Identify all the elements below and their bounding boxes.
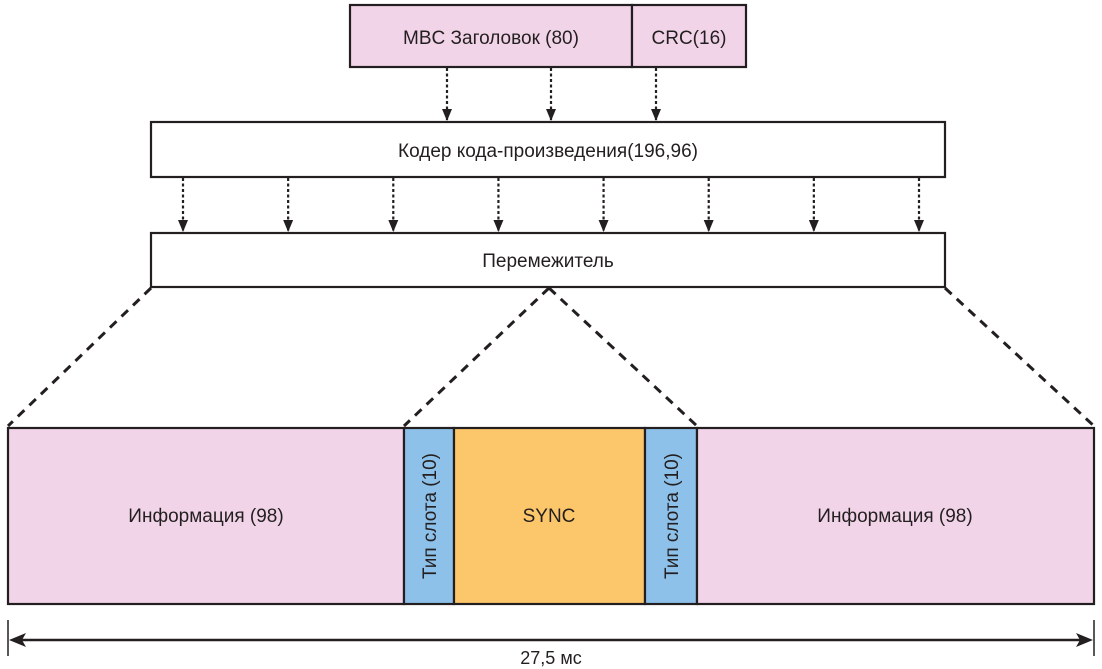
interleaver-label: Перемежитель — [482, 251, 614, 272]
info-right-box — [695, 426, 1096, 606]
expansion-lines — [6, 286, 1096, 428]
interleaver-box — [149, 231, 947, 289]
encoder-label: Кодер кода-произведения(196,96) — [398, 141, 698, 162]
info-right-label: Информация (98) — [817, 506, 972, 527]
expansion-line-center-right — [547, 286, 699, 428]
expansion-line-center-left — [402, 286, 551, 428]
header-block: MBC Заголовок (80) CRC(16) — [348, 3, 748, 69]
crc-box — [630, 3, 748, 69]
info-left-box — [6, 426, 406, 606]
encoder-box — [149, 120, 947, 179]
expansion-line-left — [6, 286, 153, 428]
slot-type-left-box — [402, 426, 456, 606]
duration-label: 27,5 мс — [520, 648, 581, 668]
sync-box — [452, 426, 647, 606]
slot-type-left-label: Тип слота (10) — [420, 453, 441, 579]
dimension-arrow-left-icon — [9, 633, 26, 647]
duration-dimension: 27,5 мс — [7, 620, 1095, 668]
info-left-label: Информация (98) — [128, 506, 283, 527]
dimension-arrow-right-icon — [1076, 633, 1093, 647]
slot-type-right-label: Тип слота (10) — [662, 453, 683, 579]
crc-label: CRC(16) — [652, 28, 727, 49]
mbc-header-box — [348, 3, 634, 69]
interleaver-block: Перемежитель — [149, 231, 947, 289]
burst-block: Информация (98) Тип слота (10) SYNC Тип … — [6, 426, 1096, 606]
header-to-encoder-arrows — [442, 68, 661, 121]
encoder-block: Кодер кода-произведения(196,96) — [149, 120, 947, 179]
mbc-header-label: MBC Заголовок (80) — [403, 28, 579, 49]
encoder-to-interleaver-arrows — [178, 178, 924, 232]
expansion-line-right — [943, 286, 1096, 428]
sync-label: SYNC — [523, 506, 576, 527]
